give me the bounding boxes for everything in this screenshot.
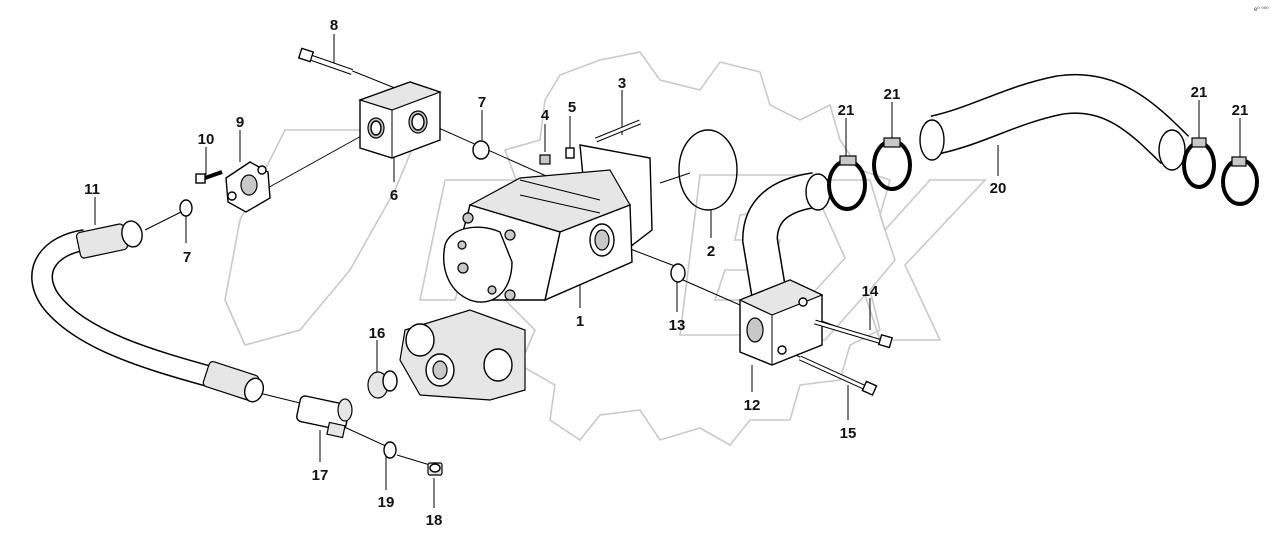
callout-21-d: 21 <box>1232 102 1249 119</box>
stud-3 <box>595 119 641 143</box>
o-ring-7-left <box>179 199 193 217</box>
callout-5: 5 <box>568 99 576 116</box>
block-12 <box>738 279 824 366</box>
callout-labels: 8 3 4 5 7 9 10 6 11 7 2 1 13 21 21 21 21… <box>84 17 1248 529</box>
clamp-21-b <box>872 137 912 191</box>
callout-16: 16 <box>369 325 386 342</box>
o-ring-7-top <box>472 140 490 160</box>
hose-20 <box>919 73 1190 171</box>
callout-18: 18 <box>426 512 443 529</box>
callout-2: 2 <box>707 243 715 260</box>
valve-body <box>399 309 526 401</box>
elbow-hose <box>741 172 831 303</box>
leader-lines <box>94 34 1241 508</box>
bolt-15 <box>798 355 878 396</box>
fitting-16 <box>367 370 398 399</box>
block-6 <box>358 81 442 159</box>
callout-12: 12 <box>744 397 761 414</box>
callout-8: 8 <box>330 17 338 34</box>
callout-10: 10 <box>198 131 215 148</box>
washer-5 <box>565 147 575 159</box>
callout-21-b: 21 <box>884 86 901 103</box>
callout-17: 17 <box>312 467 329 484</box>
clamp-21-d <box>1221 156 1259 206</box>
callout-7-top: 7 <box>478 94 486 111</box>
bolt-10 <box>195 170 223 184</box>
bolt-8 <box>297 47 353 75</box>
callout-6: 6 <box>390 187 398 204</box>
t-fitting-17 <box>296 395 353 439</box>
callout-15: 15 <box>840 425 857 442</box>
callout-1: 1 <box>576 313 584 330</box>
corner-code: e⁰ ⁰⁰⁰ <box>1254 6 1269 13</box>
clamp-21-a <box>827 155 867 211</box>
callout-20: 20 <box>990 180 1007 197</box>
callout-21-c: 21 <box>1191 84 1208 101</box>
callout-14: 14 <box>862 283 879 300</box>
callout-11: 11 <box>84 181 100 198</box>
callout-7-left: 7 <box>183 249 191 266</box>
callout-4: 4 <box>541 107 550 124</box>
callout-3: 3 <box>618 75 626 92</box>
plug-18 <box>427 462 443 476</box>
nut-4 <box>539 154 551 165</box>
bolt-14 <box>814 319 894 349</box>
callout-19: 19 <box>378 494 395 511</box>
callout-9: 9 <box>236 114 244 131</box>
o-ring-19 <box>383 441 397 459</box>
callout-13: 13 <box>669 317 686 334</box>
flange-9 <box>225 161 271 213</box>
pump-1 <box>443 144 653 303</box>
callout-21-a: 21 <box>838 102 855 119</box>
o-ring-2 <box>678 129 738 211</box>
clamp-21-c <box>1182 137 1216 189</box>
o-ring-13 <box>670 263 686 283</box>
hose-11 <box>31 220 265 403</box>
